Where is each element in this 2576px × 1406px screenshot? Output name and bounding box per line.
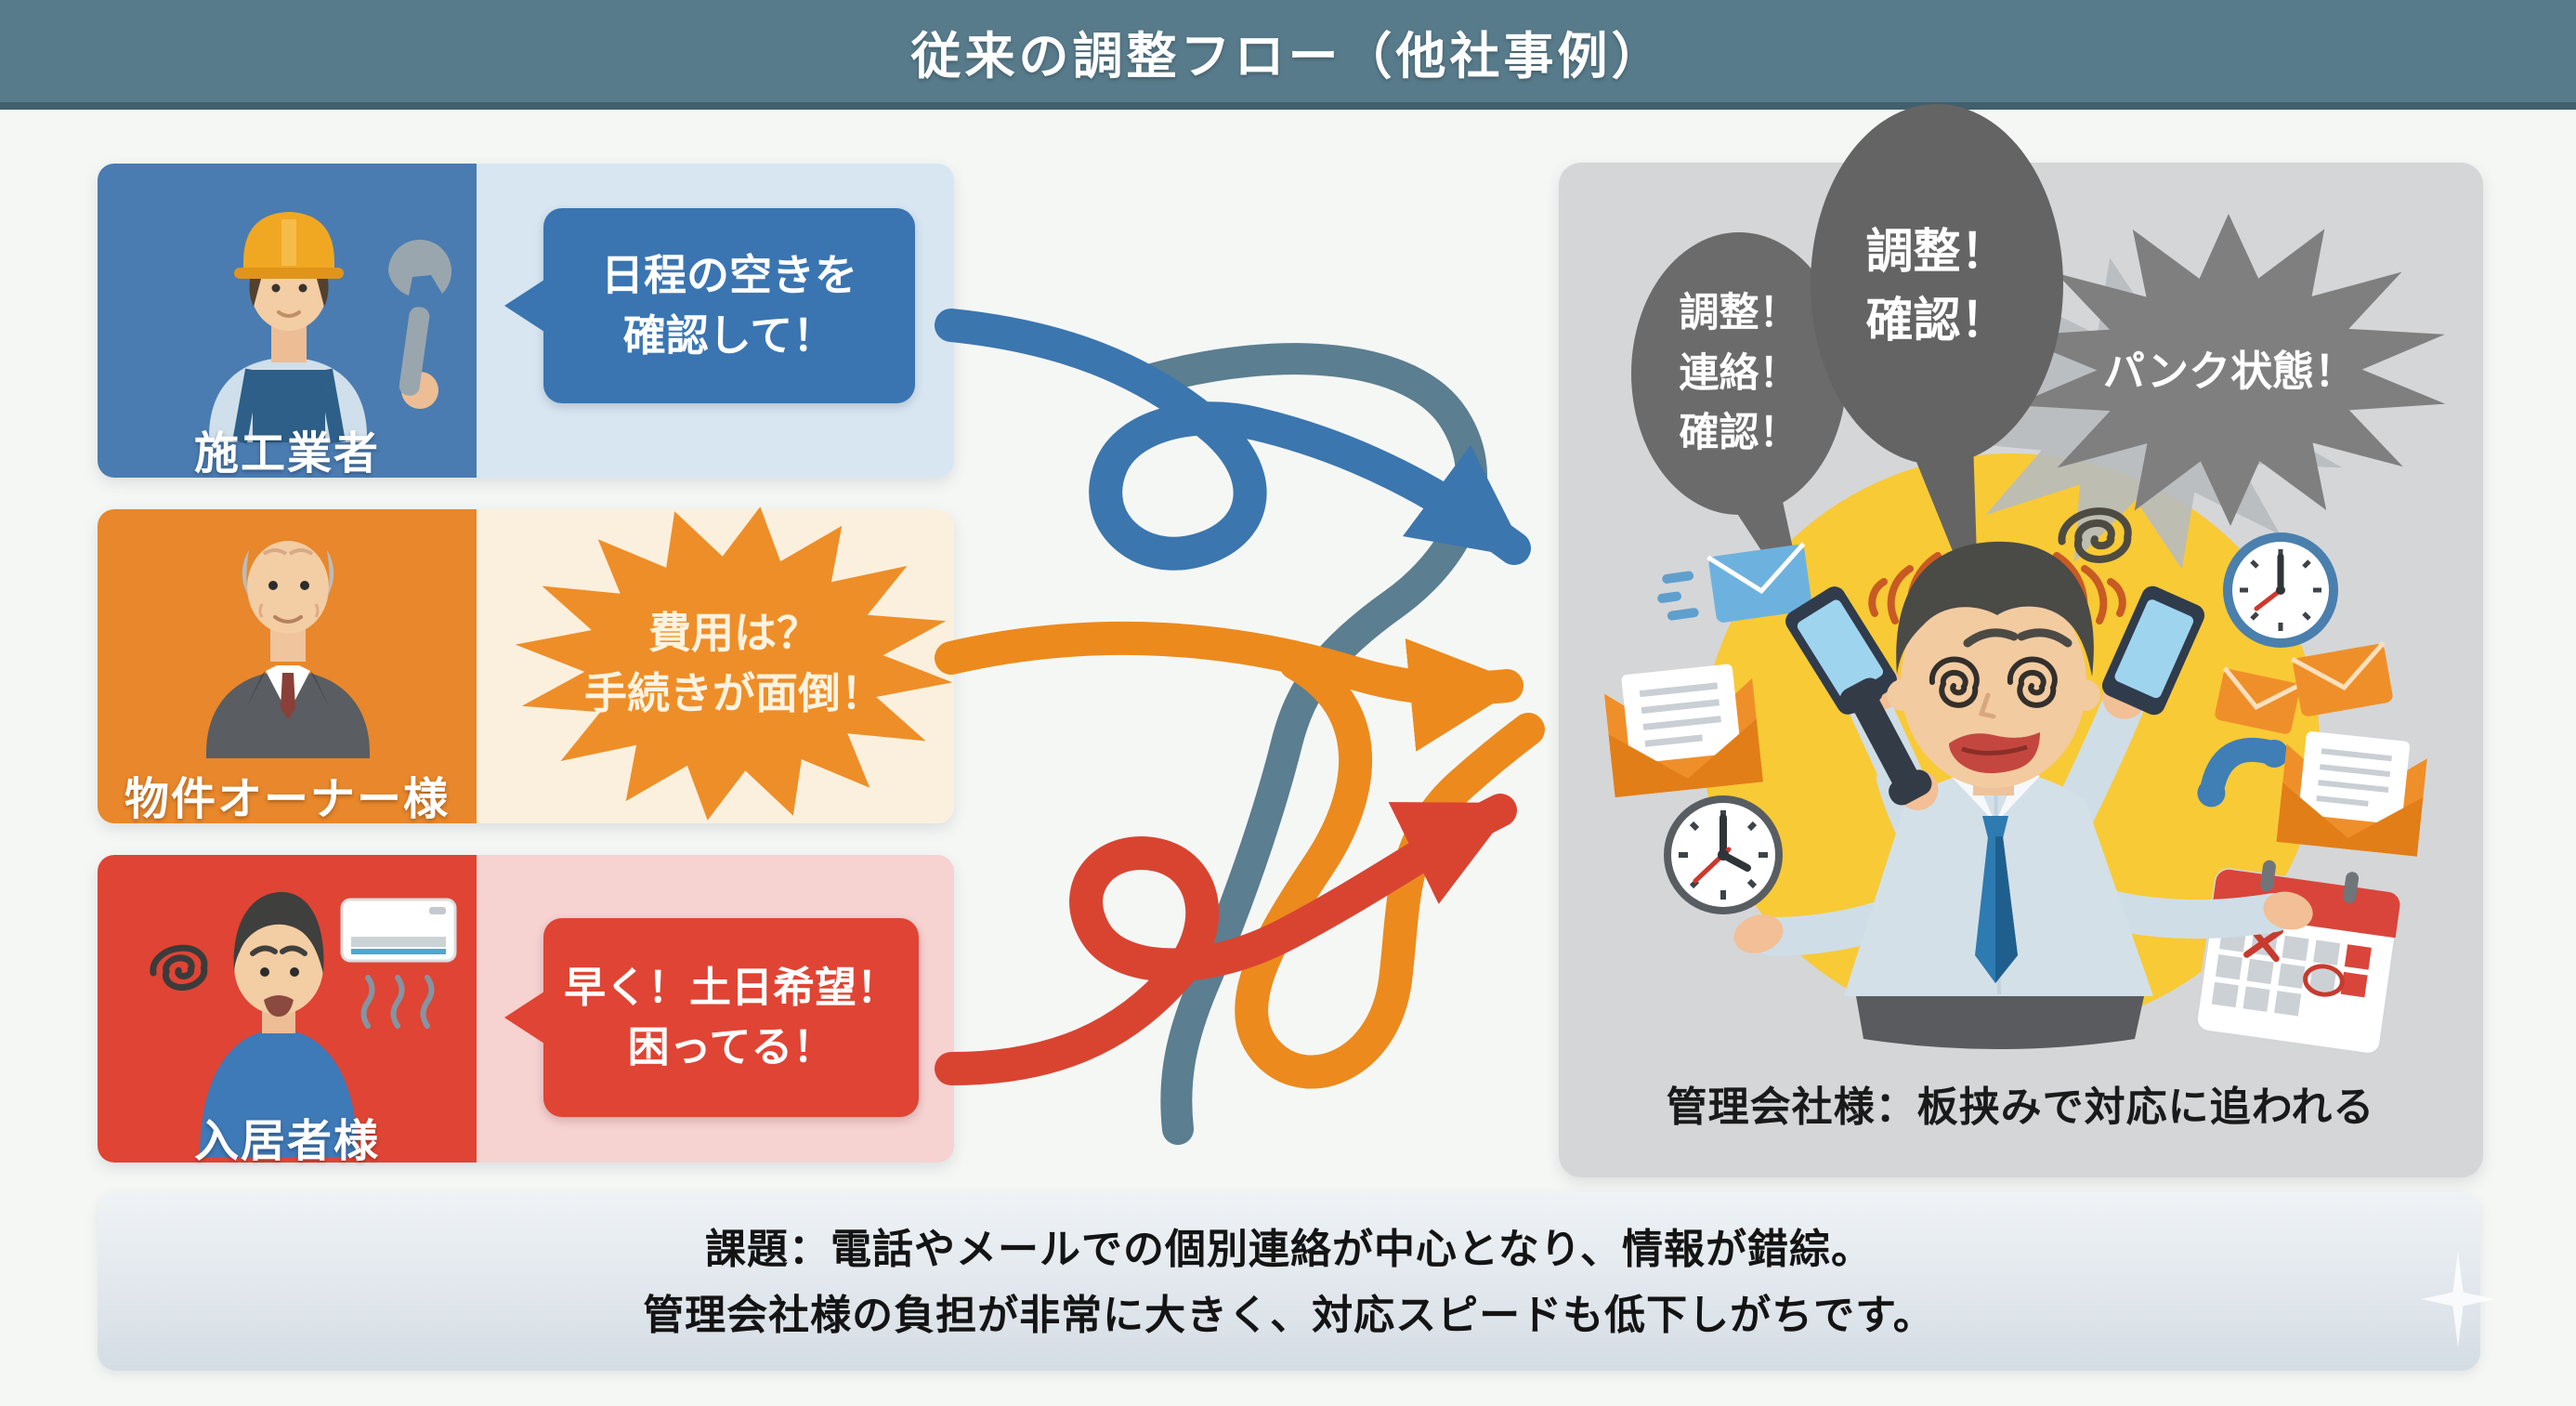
- issue-line-2: 管理会社様の負担が非常に大きく、対応スピードも低下しがちです。: [643, 1293, 1935, 1338]
- tenant-arrow: [935, 794, 1517, 1085]
- contractor-speech-bubble: [504, 208, 915, 403]
- center-bubble-text: 調整！ 確認！: [1865, 225, 2008, 347]
- owner-label: 物件オーナー様: [124, 775, 450, 824]
- tangled-arrows: [935, 309, 1545, 1145]
- tenant-speech-bubble: [504, 918, 919, 1117]
- contractor-label: 施工業者: [193, 429, 380, 479]
- header-bar: 従来の調整フロー（他社事例）: [0, 0, 2576, 110]
- owner-arrow-loop: [1235, 647, 1545, 1089]
- tenant-bubble-text: 早く！土日希望！ 困ってる！: [563, 964, 898, 1071]
- tenant-label: 入居者様: [193, 1117, 380, 1166]
- issue-text: 課題：電話やメールでの個別連絡が中心となり、情報が錯綜。 管理会社様の負担が非常…: [98, 1199, 2480, 1366]
- manager-caption: 管理会社様：板挟みで対応に追われる: [1666, 1084, 2375, 1130]
- issue-panel: [98, 1192, 2480, 1371]
- slate-strand: [1136, 343, 1488, 1145]
- panic-burst-text: パンク状態！: [2102, 348, 2357, 396]
- owner-arrow: [935, 621, 1524, 752]
- contractor-bubble-text: 日程の空きを 確認して！: [601, 250, 857, 360]
- issue-line-1: 課題：電話やメールでの個別連絡が中心となり、情報が錯綜。: [705, 1226, 1873, 1272]
- contractor-arrow: [935, 309, 1531, 571]
- owner-burst-text: 費用は？ 手続きが面倒！: [584, 608, 883, 717]
- page-title: 従来の調整フロー（他社事例）: [910, 28, 1666, 85]
